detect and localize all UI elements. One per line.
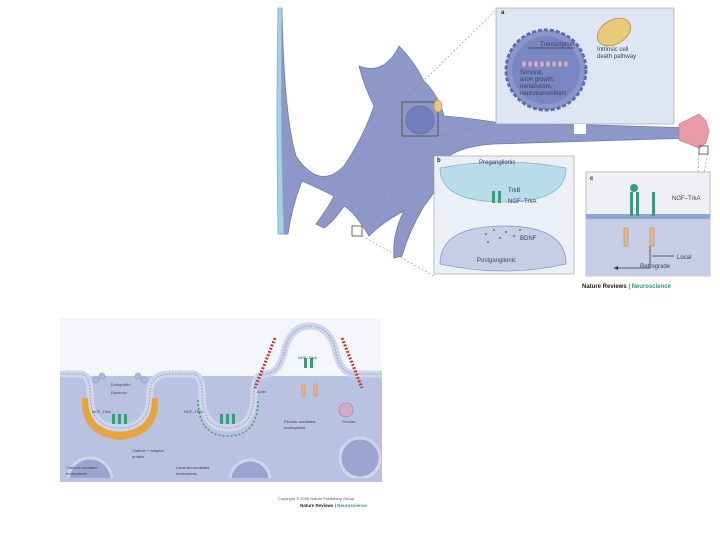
ngf-trka-label-3: NGF–TrkA (298, 355, 317, 360)
intrinsic-label-1: Intrinsic cell (597, 47, 629, 53)
retrograde-label: Retrograde (640, 264, 671, 270)
transcription-label: Transcription (540, 42, 575, 48)
endocytosis-diagram (60, 318, 382, 482)
endosomes (66, 436, 382, 482)
ngf-trka-c-label: NGF–TrkA (672, 196, 701, 202)
ngf-trka-b-label: NGF–TrkA (508, 199, 537, 205)
credit-separator: | (628, 284, 630, 290)
actin-filaments (253, 337, 364, 389)
trkb-receptors (492, 191, 501, 203)
endophilin-label: Endophilin (111, 382, 130, 387)
dendrite-zoom-box (351, 225, 363, 237)
ngf-trka-receptors (630, 184, 655, 216)
dynamin-label: Dynamin (111, 390, 127, 395)
caveolin-endocytosis-label-1: Caveolin-mediated (176, 465, 210, 470)
neuron-diagram (276, 7, 711, 277)
signal-boxes (623, 227, 655, 247)
survival-label-2: axon growth, (520, 77, 555, 83)
panel-a (495, 7, 675, 134)
clathrin-endocytosis-label-1: Clathrin-mediated (66, 465, 98, 470)
copyright-text: Copyright © 2006 Nature Publishing Group (278, 496, 355, 501)
clathrin-endocytosis-label-2: endocytosis (66, 471, 88, 476)
panel-a-letter: a (501, 10, 505, 16)
mitochondrion-small (433, 99, 443, 113)
bdnf-dots (485, 229, 521, 243)
mitochondrion (596, 17, 632, 47)
signal-tubes (301, 383, 318, 397)
trkb-label: TrkB (508, 188, 521, 194)
panel-b (433, 155, 575, 275)
pincher-endocytosis-label-2: endocytosis (284, 425, 306, 430)
neuron-shape (276, 7, 695, 259)
bdnf-label: BDNF (520, 236, 537, 242)
caveolin-endocytosis-label-2: endocytosis (176, 471, 198, 476)
clathrin-coat (81, 398, 159, 440)
nucleus-shape (405, 105, 435, 135)
intrinsic-label-2: death pathway (597, 54, 637, 60)
survival-label-3: metabolism, (520, 84, 553, 90)
actin-label: Actin (257, 389, 266, 394)
postganglionic-label: Postganglionic (477, 258, 517, 264)
credit-separator-bottom: | (334, 503, 336, 508)
clathrin-adaptor-label-2: protein (132, 454, 145, 459)
survival-label-4: neurotransmitters (520, 91, 567, 97)
terminal-zoom-box (698, 145, 709, 155)
pincher-label: Pincher (342, 419, 356, 424)
soma-zoom-box (401, 101, 439, 137)
pincher-endocytosis-label-1: Pincher-mediated (284, 419, 316, 424)
caveolin-coat (197, 399, 259, 437)
journal-name: Nature Reviews (582, 284, 627, 290)
dynamin-collar (92, 372, 148, 384)
axon-terminal (678, 113, 710, 149)
panel-c-letter: c (590, 176, 594, 182)
bottom-credit: Nature Reviews | Neuroscience (300, 503, 367, 508)
preganglionic-label: Preganglionic (479, 160, 516, 166)
zoom-guides (361, 9, 709, 277)
panel-b-letter: b (437, 158, 441, 164)
receptors (112, 358, 313, 424)
survival-label-1: Survival, (520, 70, 544, 76)
local-label: Local (677, 255, 692, 261)
ngf-trka-label-2: NGF–TrkA (184, 409, 203, 414)
clathrin-adaptor-label-1: Clathrin + adaptor (132, 448, 164, 453)
journal-name-bottom: Nature Reviews (300, 503, 334, 508)
plasma-membrane (60, 322, 382, 432)
ngf-trka-label-1: NGF–TrkA (92, 409, 111, 414)
panel-c (585, 171, 711, 277)
retrograde-arrow (614, 246, 651, 269)
top-credit: Nature Reviews | Neuroscience (582, 284, 671, 290)
pincher-shape (338, 402, 354, 418)
dna-marks (522, 61, 568, 67)
journal-section-bottom: Neuroscience (337, 503, 367, 508)
journal-section: Neuroscience (631, 284, 671, 290)
